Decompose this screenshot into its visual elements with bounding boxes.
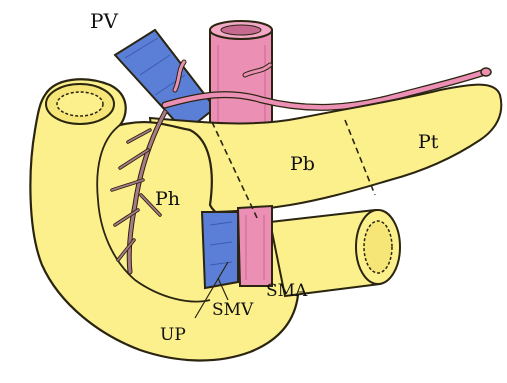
label-pb: Pb <box>290 153 315 175</box>
sma-upper <box>210 21 272 130</box>
label-up: UP <box>160 325 186 345</box>
label-sma: SMA <box>266 281 308 301</box>
label-pt: Pt <box>418 131 439 153</box>
label-pv: PV <box>90 9 118 33</box>
splenic-artery-end <box>481 68 491 76</box>
sma-lower <box>238 206 272 286</box>
label-ph: Ph <box>155 188 180 210</box>
label-smv: SMV <box>212 300 254 320</box>
